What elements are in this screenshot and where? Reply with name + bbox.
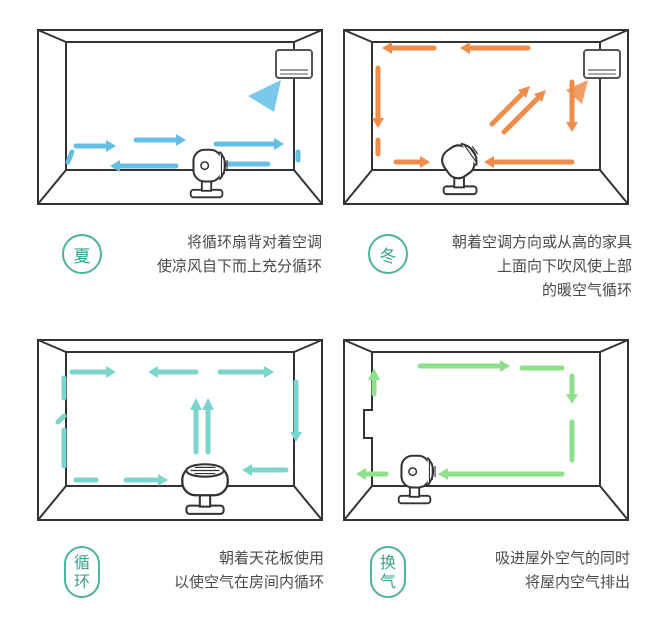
summer-badge: 夏 <box>62 234 102 274</box>
winter-fan-icon <box>436 140 485 196</box>
summer-fan-icon <box>189 148 229 199</box>
circulate-airflow-arrows <box>55 366 302 486</box>
winter-airflow-arrows <box>372 42 578 168</box>
winter-room-diagram <box>343 29 629 205</box>
winter-caption: 朝着空调方向或从高的家具 上面向下吹风使上部 的暖空气循环 <box>451 233 632 299</box>
ventilate-caption: 吸进屋外空气的同时 将屋内空气排出 <box>494 549 630 591</box>
cool-air-cone <box>248 80 281 112</box>
circulate-caption: 朝着天花板使用 以使空气在房间内循环 <box>173 549 324 591</box>
circulate-fan-icon <box>181 463 229 516</box>
circulate-panel <box>36 338 326 524</box>
ventilate-fan-icon <box>397 454 437 505</box>
ventilate-airflow-arrows <box>356 360 578 480</box>
summer-room-diagram <box>37 29 323 205</box>
air-conditioner-icon <box>583 49 621 79</box>
summer-panel <box>36 28 326 208</box>
summer-airflow-arrows <box>65 134 301 172</box>
winter-panel <box>342 28 632 208</box>
ventilate-panel <box>342 338 632 524</box>
winter-badge: 冬 <box>368 234 408 274</box>
summer-caption: 将循环扇背对着空调 使凉风自下而上充分循环 <box>156 233 322 275</box>
air-conditioner-icon <box>275 49 313 79</box>
ventilate-room-diagram <box>343 339 629 521</box>
circulate-room-diagram <box>37 339 323 521</box>
warm-air-cone <box>566 80 588 104</box>
circulate-badge: 循 环 <box>64 546 100 598</box>
ventilate-badge: 换 气 <box>370 546 406 598</box>
